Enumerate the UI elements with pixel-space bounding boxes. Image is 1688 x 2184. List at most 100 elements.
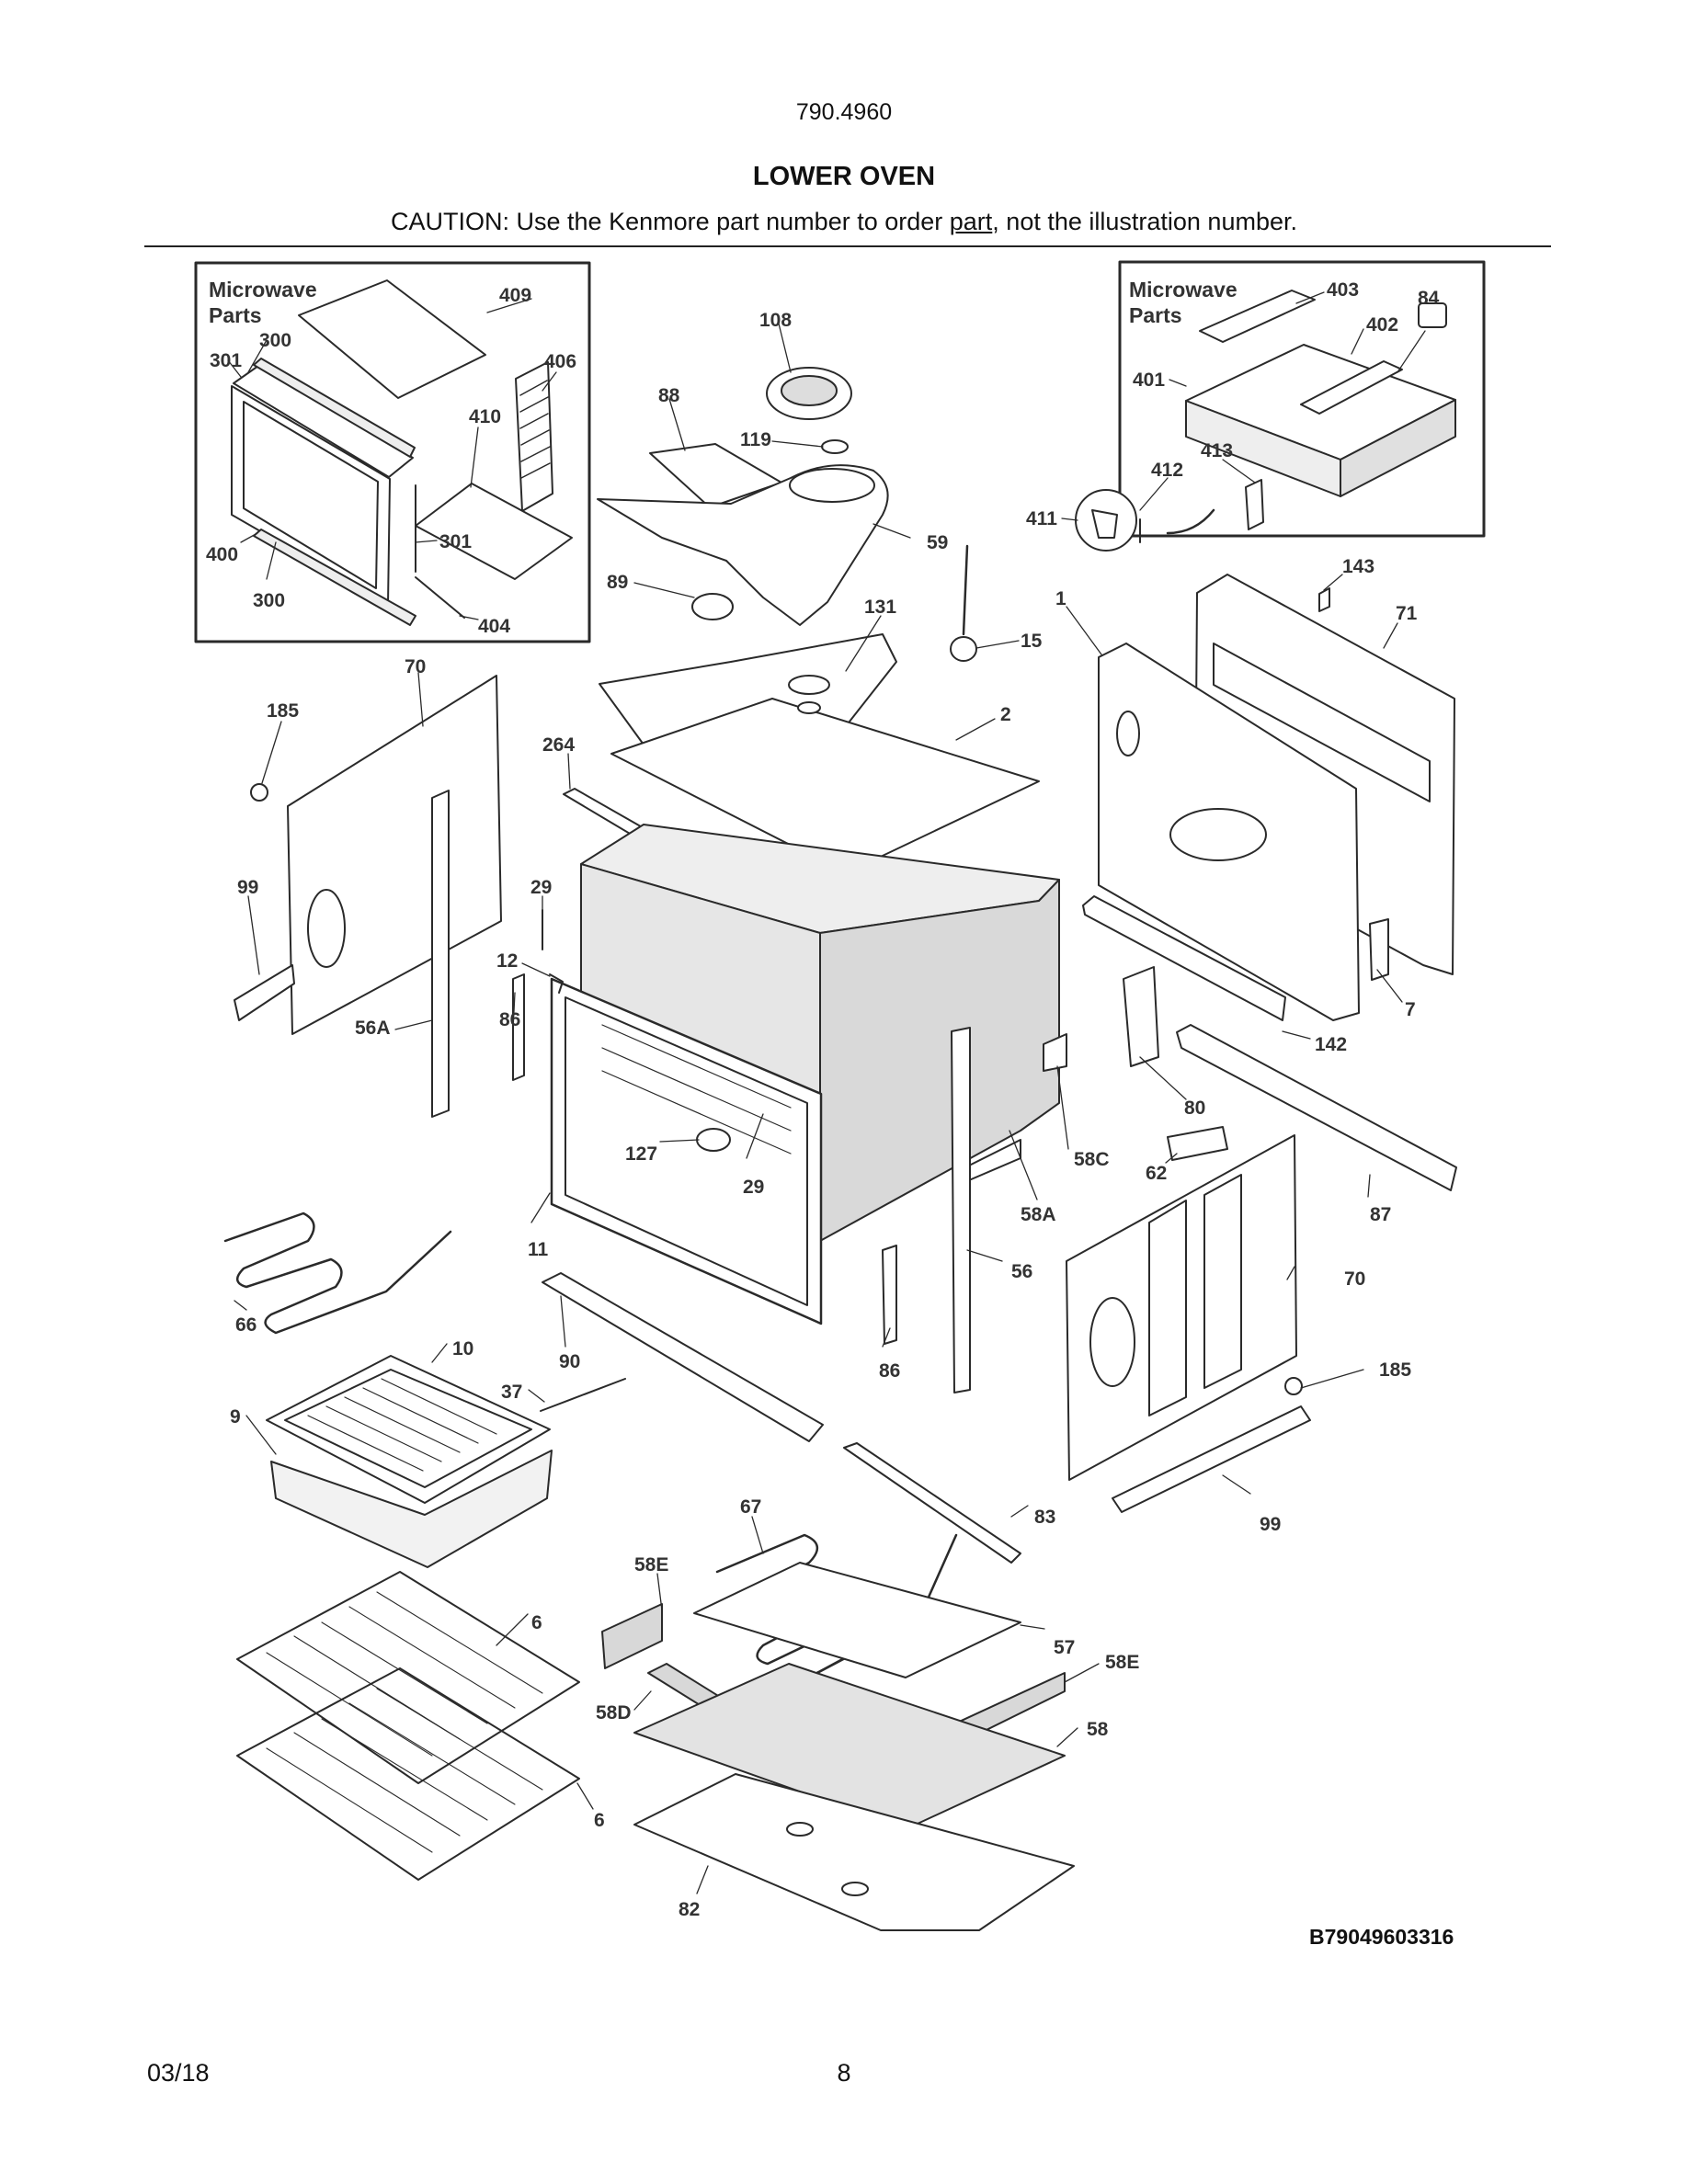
callout-11: 11 bbox=[528, 1239, 549, 1260]
callout-37: 37 bbox=[501, 1382, 522, 1403]
callout-89: 89 bbox=[607, 572, 628, 593]
part-shape-300-top bbox=[253, 358, 416, 458]
caution-underlined-word: part bbox=[949, 208, 993, 235]
callout-88: 88 bbox=[658, 385, 680, 406]
callout-412: 412 bbox=[1151, 460, 1183, 481]
section-title: LOWER OVEN bbox=[752, 162, 936, 191]
part-shape-82 bbox=[633, 1773, 1075, 1931]
caution-text-start: CAUTION: Use the Kenmore part number to … bbox=[391, 208, 950, 235]
part-shape-80 bbox=[1123, 966, 1159, 1067]
callout-67: 67 bbox=[740, 1496, 761, 1518]
inset-title-left-line2: Parts bbox=[209, 303, 262, 327]
callout-82: 82 bbox=[679, 1899, 700, 1920]
callout-86: 86 bbox=[879, 1360, 900, 1382]
part-shape-90 bbox=[542, 1272, 824, 1442]
part-shape-70-left bbox=[287, 675, 502, 1035]
callout-185: 185 bbox=[1379, 1359, 1411, 1381]
callout-80: 80 bbox=[1184, 1098, 1205, 1119]
part-shape-56 bbox=[951, 1027, 971, 1393]
part-shape-58C bbox=[1043, 1033, 1067, 1072]
part-shape-89 bbox=[691, 593, 734, 620]
callout-15: 15 bbox=[1021, 631, 1043, 652]
callout-12: 12 bbox=[496, 950, 518, 972]
callout-1: 1 bbox=[1055, 588, 1066, 609]
callout-58D: 58D bbox=[596, 1702, 632, 1723]
callout-142: 142 bbox=[1315, 1034, 1347, 1055]
inset-title-left-line1: Microwave bbox=[209, 278, 317, 301]
callout-70: 70 bbox=[405, 656, 426, 677]
model-number: 790.4960 bbox=[795, 99, 893, 125]
part-shape-58E-left bbox=[601, 1603, 663, 1669]
part-shape-84 bbox=[1418, 302, 1447, 328]
inset-box-left bbox=[194, 261, 591, 643]
callout-99: 99 bbox=[1260, 1514, 1281, 1535]
caution-text-end: , not the illustration number. bbox=[992, 208, 1297, 235]
callout-411: 411 bbox=[1026, 508, 1057, 529]
callout-6: 6 bbox=[594, 1810, 605, 1831]
part-shape-7 bbox=[1369, 918, 1389, 981]
callout-402: 402 bbox=[1366, 314, 1398, 336]
part-shape-10 bbox=[266, 1355, 551, 1504]
callout-87: 87 bbox=[1370, 1204, 1391, 1225]
callout-403: 403 bbox=[1327, 279, 1359, 301]
part-shape-127 bbox=[696, 1128, 731, 1152]
callout-56: 56 bbox=[1011, 1261, 1032, 1282]
part-shape-400 bbox=[233, 365, 414, 478]
callout-66: 66 bbox=[235, 1314, 257, 1336]
callout-99: 99 bbox=[237, 877, 258, 898]
callout-9: 9 bbox=[230, 1406, 241, 1428]
part-shape-66 bbox=[223, 1211, 452, 1335]
callout-56A: 56A bbox=[355, 1018, 391, 1039]
page-number: 8 bbox=[837, 2059, 851, 2087]
callout-127: 127 bbox=[625, 1143, 657, 1165]
part-shape-142 bbox=[1082, 895, 1286, 1021]
part-shape-86-right bbox=[882, 1245, 897, 1345]
callout-10: 10 bbox=[452, 1338, 473, 1359]
callout-301: 301 bbox=[210, 350, 242, 371]
callout-413: 413 bbox=[1201, 440, 1233, 461]
callout-143: 143 bbox=[1342, 556, 1374, 577]
callout-86: 86 bbox=[499, 1009, 520, 1030]
part-shape-83 bbox=[843, 1442, 1021, 1564]
part-shape-59 bbox=[597, 464, 889, 626]
callout-300: 300 bbox=[253, 590, 285, 611]
part-shape-2 bbox=[610, 698, 1040, 874]
part-shape-99-right bbox=[1112, 1405, 1311, 1513]
callout-57: 57 bbox=[1054, 1637, 1075, 1658]
callout-71: 71 bbox=[1396, 603, 1418, 624]
callout-119: 119 bbox=[740, 429, 771, 450]
callout-401: 401 bbox=[1133, 370, 1165, 391]
callout-108: 108 bbox=[759, 310, 792, 331]
callout-59: 59 bbox=[927, 532, 948, 553]
part-shape-99-left bbox=[234, 964, 295, 1021]
callout-404: 404 bbox=[478, 616, 510, 637]
callout-2: 2 bbox=[1000, 704, 1011, 725]
part-shape-403 bbox=[1199, 290, 1316, 343]
callout-264: 264 bbox=[542, 734, 575, 756]
callout-131: 131 bbox=[864, 597, 896, 618]
part-shape-86-left bbox=[512, 973, 525, 1081]
part-shape-185-right bbox=[1284, 1377, 1303, 1395]
part-shape-87 bbox=[1176, 1024, 1457, 1191]
callout-58E: 58E bbox=[634, 1554, 668, 1575]
callout-83: 83 bbox=[1034, 1507, 1055, 1528]
callout-58: 58 bbox=[1087, 1719, 1109, 1740]
part-shape-143 bbox=[1318, 587, 1330, 612]
callout-7: 7 bbox=[1405, 999, 1416, 1020]
caution-note: CAUTION: Use the Kenmore part number to … bbox=[0, 208, 1688, 236]
part-shape-6-lower bbox=[236, 1667, 580, 1881]
callout-185: 185 bbox=[267, 700, 299, 722]
callout-90: 90 bbox=[559, 1351, 580, 1372]
callout-58E: 58E bbox=[1105, 1652, 1139, 1673]
diagram-reference-code: B79049603316 bbox=[1309, 1925, 1454, 1949]
callout-6: 6 bbox=[531, 1612, 542, 1633]
callout-62: 62 bbox=[1146, 1163, 1167, 1184]
part-shape-413 bbox=[1245, 479, 1264, 530]
part-shape-402 bbox=[1300, 360, 1403, 415]
part-shape-56A bbox=[431, 790, 450, 1118]
callout-410: 410 bbox=[469, 406, 501, 427]
callout-409: 409 bbox=[499, 285, 531, 306]
callout-400: 400 bbox=[206, 544, 238, 565]
part-shape-12 bbox=[549, 973, 564, 994]
